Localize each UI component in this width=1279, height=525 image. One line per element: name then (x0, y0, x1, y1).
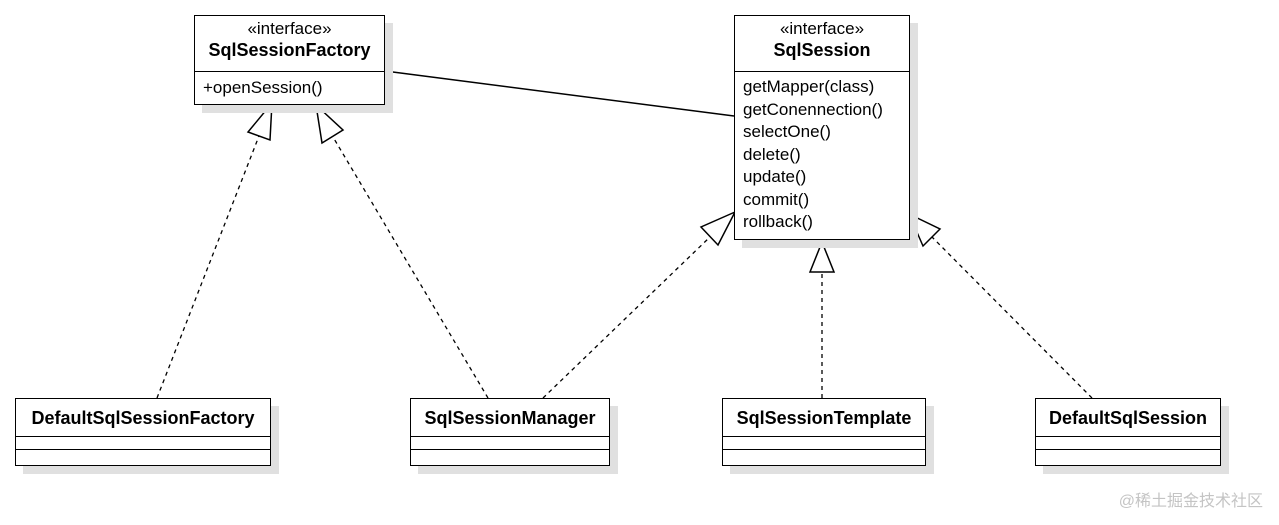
realization-arrowhead (246, 100, 273, 142)
realization-arrowhead (314, 102, 345, 145)
watermark: @稀土掘金技术社区 (1118, 493, 1263, 510)
attributes-compartment (723, 437, 925, 450)
class-name: SqlSessionFactory (208, 40, 371, 60)
method-commit: commit() (743, 189, 810, 209)
class-name: DefaultSqlSessionFactory (16, 399, 270, 437)
method-open-session: +openSession() (203, 78, 323, 97)
method-select-one: selectOne() (743, 122, 831, 141)
realization-line-manager-factory (332, 136, 489, 399)
sql-session-template-class[interactable]: SqlSessionTemplate (722, 398, 926, 466)
class-name: SqlSessionManager (411, 399, 609, 437)
realization-line-manager-session (542, 235, 712, 399)
class-name: SqlSessionTemplate (723, 399, 925, 437)
sql-session-class[interactable]: «interface» SqlSession getMapper(class) … (734, 15, 910, 240)
realization-arrowhead (699, 210, 737, 247)
association-line (384, 70, 735, 117)
method-delete: delete() (743, 144, 801, 164)
attributes-compartment (1036, 437, 1220, 450)
sql-session-factory-class[interactable]: «interface» SqlSessionFactory +openSessi… (194, 15, 385, 105)
attributes-compartment (16, 437, 270, 450)
methods-compartment (16, 450, 270, 464)
method-list: getMapper(class) getConennection() selec… (735, 72, 909, 234)
method-rollback: rollback() (743, 212, 813, 231)
methods-compartment (1036, 450, 1220, 464)
methods-compartment (411, 450, 609, 464)
class-name: DefaultSqlSession (1036, 399, 1220, 437)
method-get-mapper: getMapper(class) (743, 77, 875, 96)
class-header: «interface» SqlSessionFactory (195, 16, 384, 72)
realization-arrowhead (808, 239, 836, 273)
attributes-compartment (411, 437, 609, 450)
stereotype-label: «interface» (247, 19, 332, 38)
methods-compartment (723, 450, 925, 464)
realization-line-default-factory (156, 135, 260, 399)
realization-line-default-session (931, 236, 1093, 399)
sql-session-manager-class[interactable]: SqlSessionManager (410, 398, 610, 466)
default-sql-session-class[interactable]: DefaultSqlSession (1035, 398, 1221, 466)
class-name: SqlSession (773, 40, 871, 60)
default-sql-session-factory-class[interactable]: DefaultSqlSessionFactory (15, 398, 271, 466)
method-get-connection: getConennection() (743, 99, 883, 119)
realization-arrowhead (907, 212, 942, 248)
method-update: update() (743, 167, 807, 186)
class-header: «interface» SqlSession (735, 16, 909, 72)
stereotype-label: «interface» (779, 19, 865, 38)
